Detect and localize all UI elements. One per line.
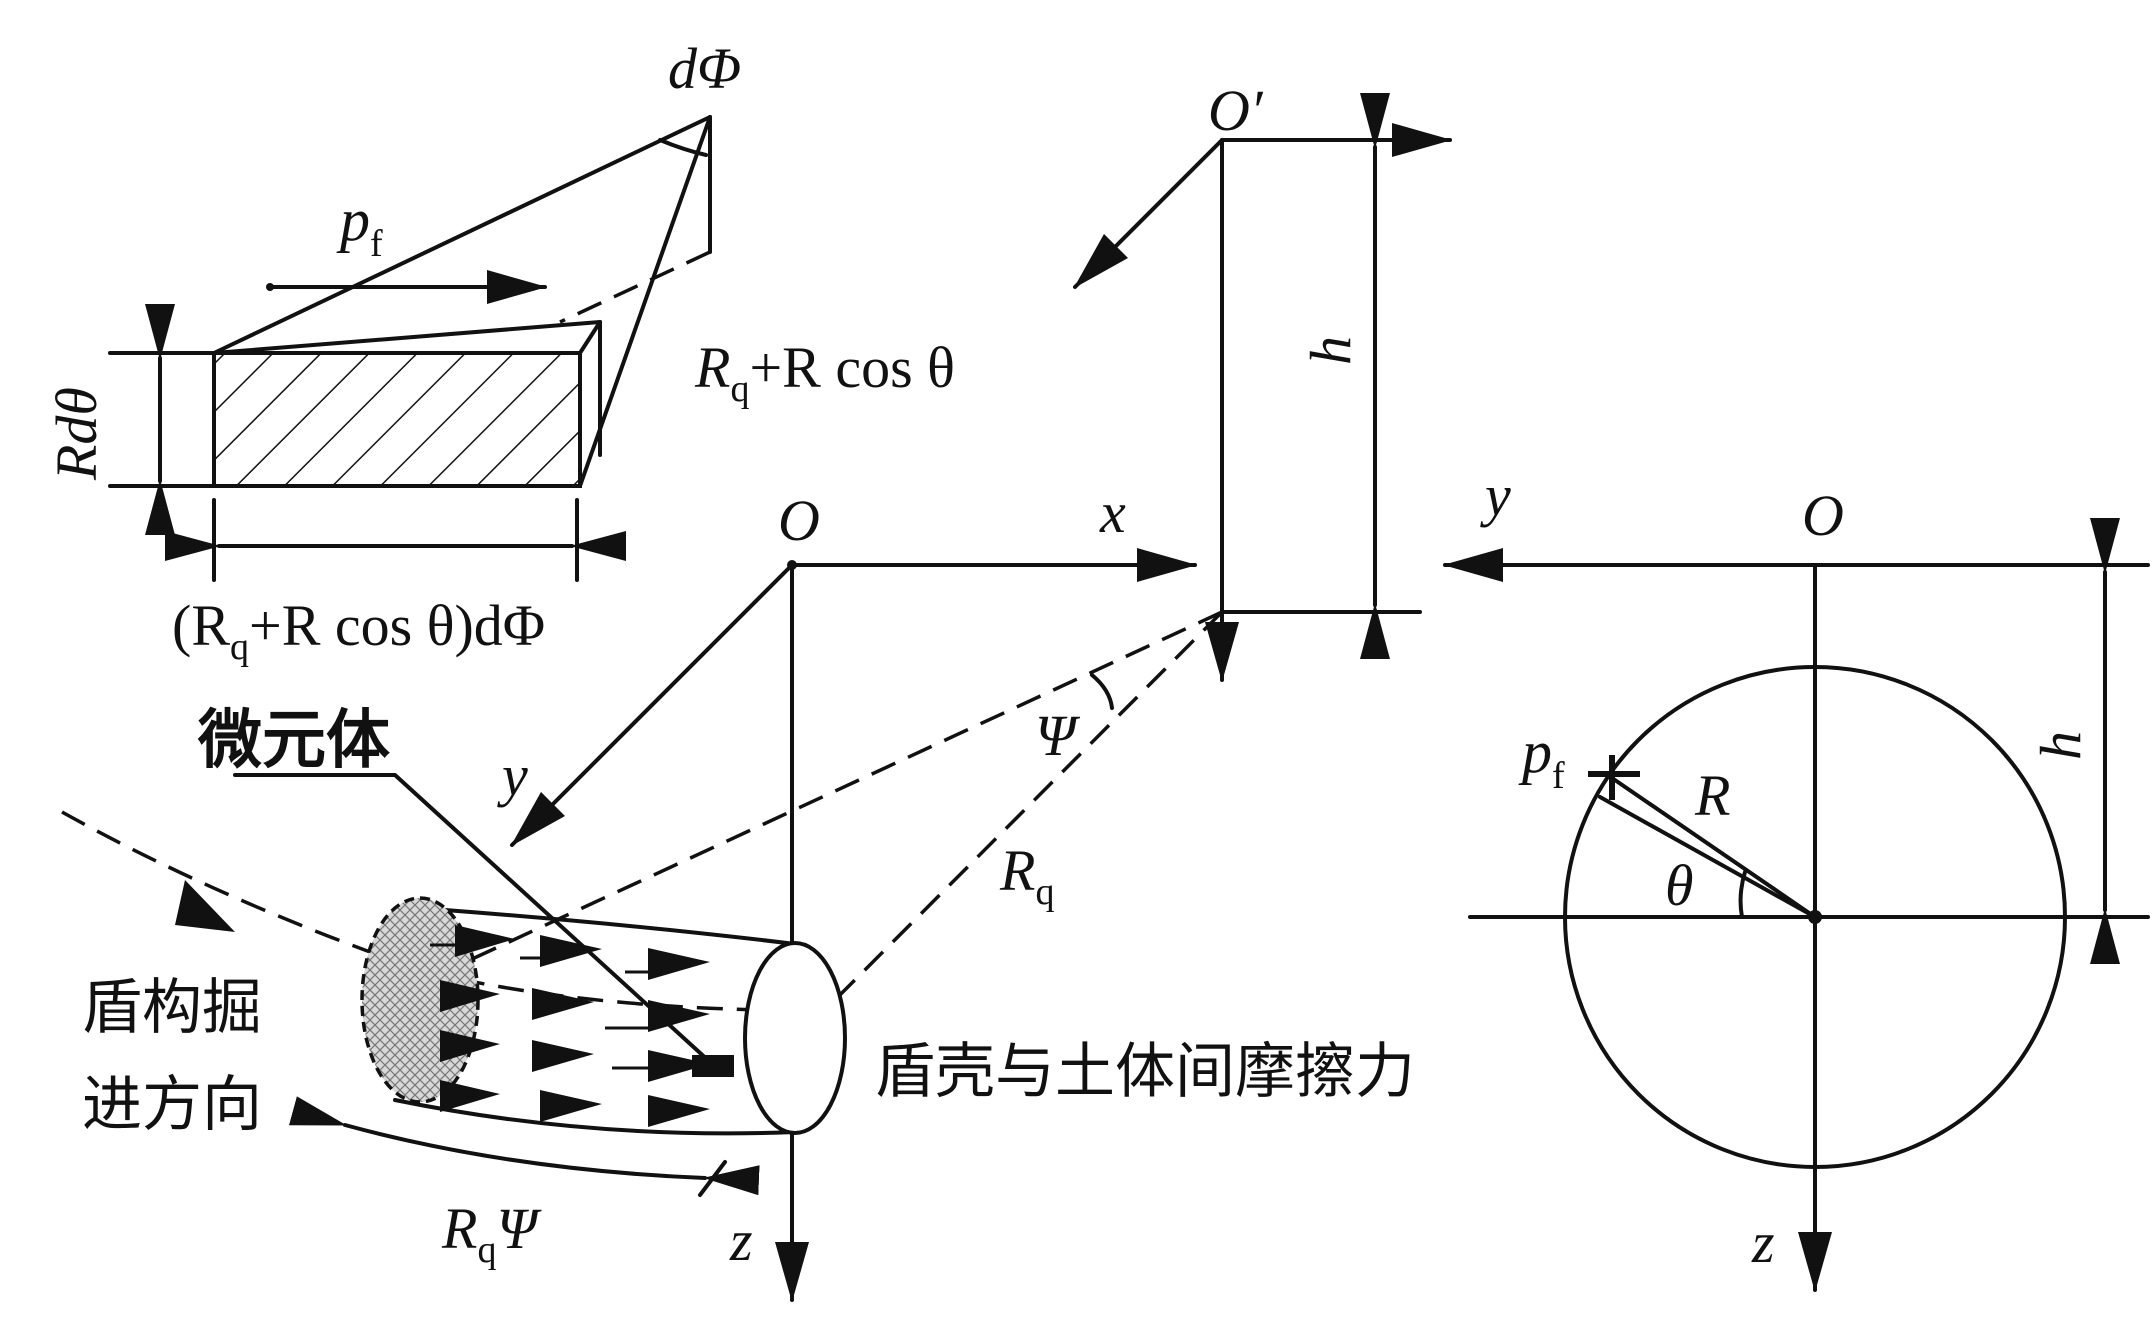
- label-z-main: z: [729, 1208, 753, 1273]
- label-friction: 盾壳与土体间摩擦力: [875, 1037, 1415, 1107]
- label-pf-right: pf: [1518, 719, 1565, 797]
- label-width: (Rq+R cos θ)dΦ: [172, 593, 545, 668]
- label-O-right: O: [1802, 483, 1844, 548]
- psi-angle-arc: [1090, 673, 1114, 710]
- dphi-angle-arc: [658, 138, 708, 157]
- label-dphi: dΦ: [668, 36, 741, 101]
- cross-section: [1443, 518, 2150, 1292]
- label-x: x: [1099, 480, 1126, 545]
- label-h-left: h: [1298, 336, 1363, 365]
- label-direction-line2: 进方向: [82, 1070, 262, 1140]
- label-micro-element: 微元体: [197, 704, 390, 778]
- shield-cross-section-circle: [1563, 665, 2067, 1169]
- label-rq: Rq: [999, 838, 1054, 913]
- label-y-main: y: [497, 743, 528, 808]
- block-hatch: [214, 353, 580, 486]
- label-O-main: O: [778, 488, 820, 553]
- rq-dashed-lower: [793, 610, 1224, 1042]
- label-rq-plus-rcos: Rq+R cos θ: [694, 335, 955, 410]
- y-axis: [510, 563, 794, 847]
- label-r-dtheta: Rdθ: [44, 387, 109, 481]
- label-pf-block: pf: [336, 187, 383, 265]
- rq-dashed-upper: [469, 610, 1223, 962]
- label-rq-psi: RqΨ: [441, 1196, 542, 1271]
- label-z-right: z: [1751, 1210, 1775, 1275]
- label-O-prime: O′: [1208, 78, 1264, 143]
- pf-marker: [1588, 755, 1640, 800]
- o-prime-frame: [1073, 93, 1452, 682]
- label-psi: Ψ: [1035, 703, 1081, 768]
- label-y-right: y: [1480, 463, 1511, 528]
- excavation-path: [61, 810, 421, 972]
- main-axes: [510, 548, 1197, 1302]
- label-theta: θ: [1665, 853, 1694, 918]
- shield-body: [61, 810, 847, 1197]
- micro-element-leader: [233, 773, 712, 1064]
- label-R: R: [1694, 763, 1730, 828]
- shield-tail-ellipse: [743, 941, 847, 1135]
- micro-element-block: [108, 115, 712, 582]
- label-h-right: h: [2028, 731, 2093, 760]
- label-direction-line1: 盾构掘: [82, 973, 262, 1043]
